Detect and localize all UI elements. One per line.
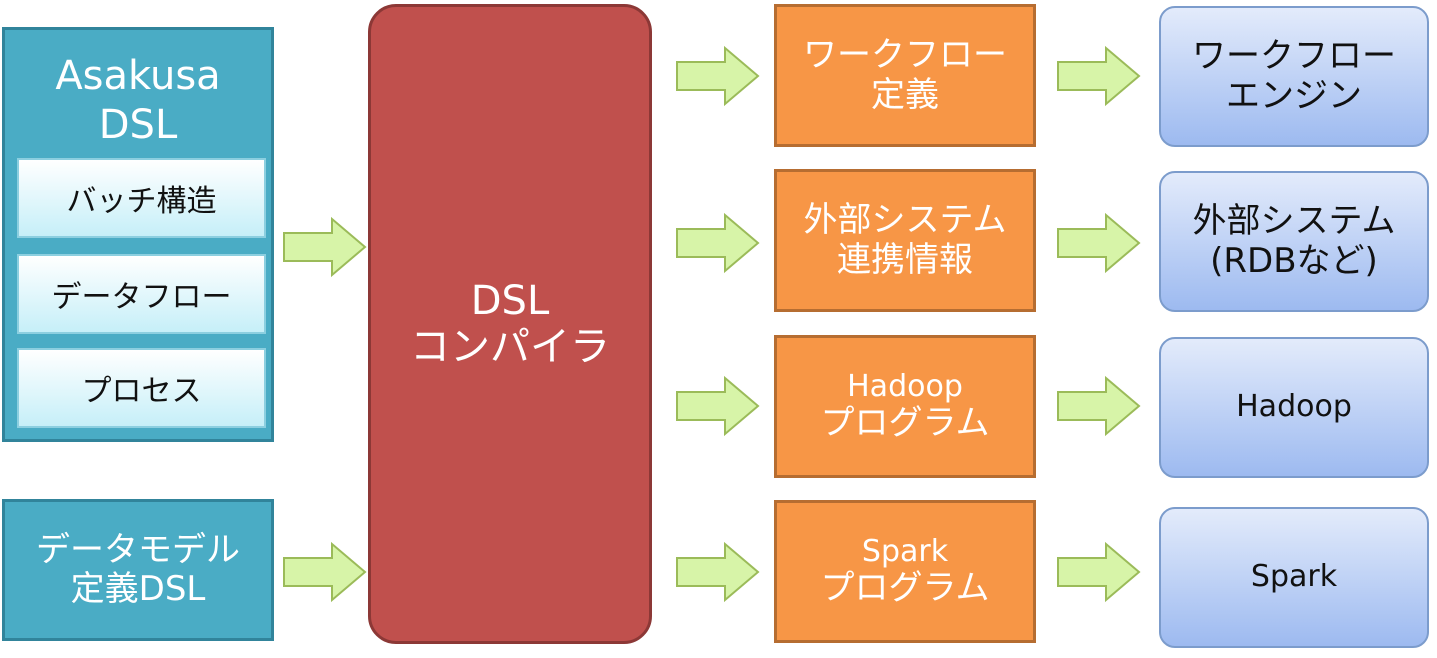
- workflow-engine-box: ワークフロー エンジン: [1159, 6, 1429, 147]
- hadoop-program-box: Hadoop プログラム: [774, 335, 1036, 478]
- spark-program-box: Spark プログラム: [774, 500, 1036, 643]
- arrow-right-icon: [283, 541, 367, 603]
- compiler-line2: コンパイラ: [410, 324, 610, 370]
- arrow-right-icon: [1057, 45, 1141, 107]
- process-label: プロセス: [81, 374, 202, 409]
- dataflow-box: データフロー: [17, 254, 266, 334]
- external-integration-box: 外部システム 連携情報: [774, 169, 1036, 312]
- external-integration-line2: 連携情報: [837, 239, 973, 280]
- asakusa-dsl-title: Asakusa DSL: [5, 52, 271, 150]
- batch-structure-label: バッチ構造: [66, 184, 217, 219]
- process-box: プロセス: [17, 348, 266, 428]
- asakusa-title-line2: DSL: [98, 101, 178, 148]
- workflow-definition-line1: ワークフロー: [803, 35, 1007, 76]
- dsl-compiler-box: DSL コンパイラ: [368, 4, 652, 644]
- external-system-line1: 外部システム: [1192, 201, 1396, 242]
- arrow-right-icon: [1057, 541, 1141, 603]
- asakusa-dsl-box: Asakusa DSL バッチ構造 データフロー プロセス: [2, 27, 274, 442]
- workflow-engine-line1: ワークフロー: [1192, 36, 1396, 77]
- dataflow-label: データフロー: [51, 280, 232, 315]
- spark-program-line1: Spark: [861, 533, 949, 569]
- data-model-dsl-box: データモデル 定義DSL: [2, 499, 274, 641]
- arrow-right-icon: [283, 216, 367, 278]
- arrow-right-icon: [676, 375, 760, 437]
- data-model-line2: 定義DSL: [70, 569, 206, 609]
- spark-program-line2: プログラム: [820, 568, 990, 609]
- spark-label: Spark: [1250, 559, 1338, 595]
- hadoop-label: Hadoop: [1236, 389, 1352, 425]
- workflow-definition-line2: 定義: [871, 74, 939, 115]
- external-integration-line1: 外部システム: [803, 200, 1007, 241]
- workflow-engine-line2: エンジン: [1226, 75, 1362, 116]
- external-system-line2: (RDBなど): [1210, 240, 1378, 281]
- spark-box: Spark: [1159, 507, 1429, 648]
- arrow-right-icon: [676, 45, 760, 107]
- hadoop-program-line2: プログラム: [820, 403, 990, 444]
- arrow-right-icon: [1057, 375, 1141, 437]
- arrow-right-icon: [1057, 212, 1141, 274]
- asakusa-title-line1: Asakusa: [55, 53, 221, 99]
- workflow-definition-box: ワークフロー 定義: [774, 4, 1036, 147]
- hadoop-program-line1: Hadoop: [847, 368, 963, 404]
- external-system-box: 外部システム (RDBなど): [1159, 171, 1429, 312]
- hadoop-box: Hadoop: [1159, 337, 1429, 478]
- arrow-right-icon: [676, 212, 760, 274]
- compiler-line1: DSL: [470, 278, 550, 324]
- arrow-right-icon: [676, 541, 760, 603]
- data-model-line1: データモデル: [36, 529, 240, 570]
- batch-structure-box: バッチ構造: [17, 158, 266, 238]
